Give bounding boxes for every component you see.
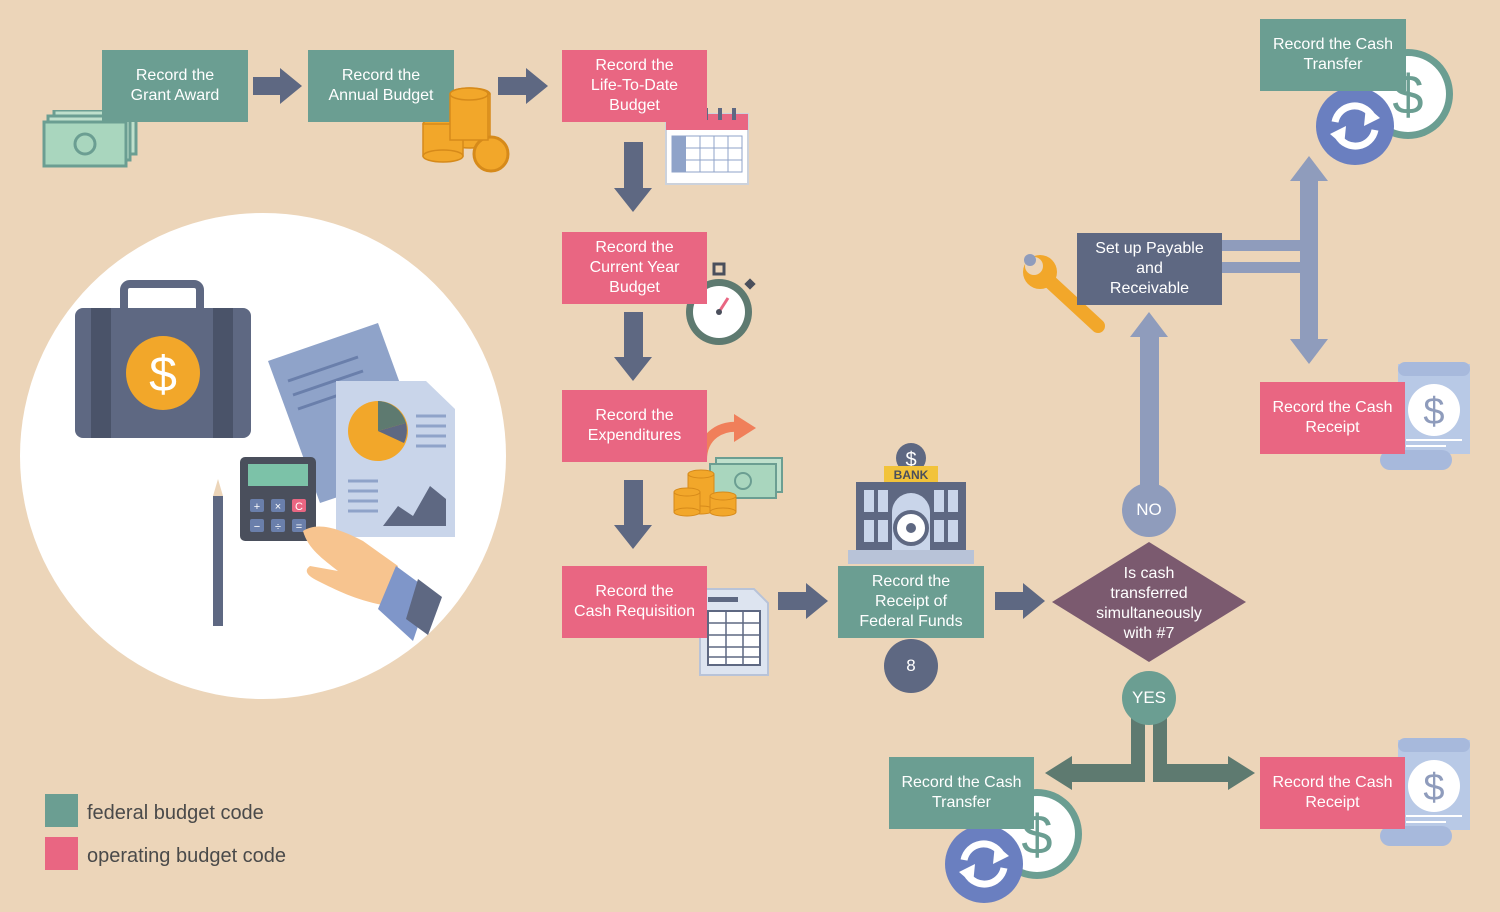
legend-label-operating: operating budget code: [87, 845, 287, 867]
cash-stack-icon: [42, 110, 138, 168]
svg-text:+: +: [254, 501, 260, 513]
svg-text:$: $: [905, 449, 916, 471]
arrow-yes-left: [1045, 756, 1145, 790]
connector-payable-branch-lower: [1222, 262, 1300, 273]
arrow-head-down: [1290, 339, 1328, 364]
svg-text:×: ×: [275, 501, 281, 513]
arrow-requisition-to-federal: [778, 583, 828, 619]
legend-label-federal: federal budget code: [87, 802, 264, 824]
wrench-icon: [1023, 254, 1105, 333]
chart-area-icon: [383, 486, 446, 526]
hand-icon: [303, 526, 398, 606]
arrow-grant-to-annual: [253, 68, 302, 104]
legend-swatch-federal: [45, 794, 78, 827]
dollar-icon: $: [1423, 767, 1444, 809]
svg-text:C: C: [295, 501, 303, 513]
node-record-annual-budget: Record the Annual Budget: [308, 50, 454, 122]
decision-question: Is cash transferred simultaneously with …: [1096, 565, 1202, 642]
decision-diamond: [1052, 542, 1246, 662]
bank-sign: BANK: [894, 468, 929, 482]
dollar-icon: $: [1423, 391, 1444, 433]
connector-payable-branch: [1222, 240, 1300, 251]
svg-text:=: =: [296, 521, 302, 533]
badge-yes: YES: [1122, 671, 1176, 725]
svg-text:−: −: [254, 521, 260, 533]
receipt-scroll-icon-bottom: $: [1380, 738, 1470, 846]
legend-swatch-operating: [45, 837, 78, 870]
svg-text:÷: ÷: [275, 521, 281, 533]
node-record-cash-transfer-bottom: Record the Cash Transfer: [889, 757, 1034, 829]
node-record-current-year-budget: Record the Current Year Budget: [562, 232, 707, 304]
node-record-life-to-date-budget: Record the Life-To-Date Budget: [562, 50, 707, 122]
pencil: [213, 496, 223, 626]
illustration-circle: $ + ×: [20, 213, 506, 699]
receipt-scroll-icon-top: $: [1380, 362, 1470, 470]
node-record-receipt-federal-funds: Record the Receipt of Federal Funds: [838, 566, 984, 638]
node-record-cash-transfer-top: Record the Cash Transfer: [1260, 19, 1406, 91]
spending-icon: [673, 414, 783, 517]
connector-yes-stem-left: [1131, 718, 1145, 778]
arrow-annual-to-lifetodate: [498, 68, 548, 104]
node-record-grant-award: Record the Grant Award: [102, 50, 248, 122]
arrow-branch-up: [1300, 180, 1318, 341]
node-record-expenditures: Record the Expenditures: [562, 390, 707, 462]
bank-icon: $ BANK: [848, 443, 974, 564]
dollar-icon: $: [149, 346, 177, 402]
node-record-cash-receipt-top: Record the Cash Receipt: [1260, 382, 1405, 454]
arrow-no-to-payable: [1130, 312, 1168, 487]
arrow-head-up: [1290, 156, 1328, 181]
node-setup-payable-receivable: Set up Payable and Receivable: [1077, 233, 1222, 305]
node-record-cash-receipt-bottom: Record the Cash Receipt: [1260, 757, 1405, 829]
connector-yes-stem-right: [1153, 718, 1167, 778]
badge-step-number: 8: [884, 639, 938, 693]
spreadsheet-icon: [699, 588, 769, 676]
arrow-yes-right: [1153, 756, 1255, 790]
node-record-cash-requisition: Record the Cash Requisition: [562, 566, 707, 638]
arrow-expenditures-to-requisition: [614, 480, 652, 549]
arrow-federal-to-decision: [995, 583, 1045, 619]
arrow-currentyear-to-expenditures: [614, 312, 652, 381]
badge-no: NO: [1122, 483, 1176, 537]
arrow-lifetodate-to-currentyear: [614, 142, 652, 212]
